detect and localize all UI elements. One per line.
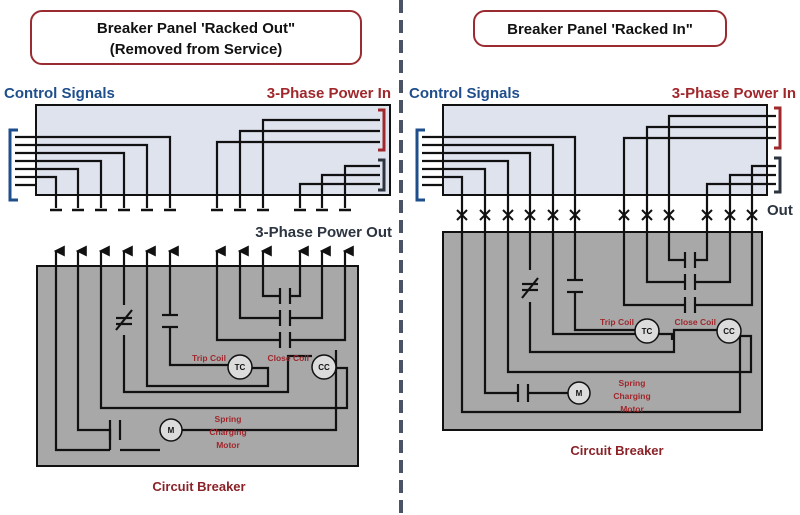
left-power-out-bracket bbox=[378, 158, 386, 192]
right-close-coil-label: Close Coil bbox=[674, 317, 716, 327]
right-motor-circle bbox=[567, 381, 591, 405]
right-breaker-power-circuit bbox=[622, 232, 754, 307]
right-control-bracket bbox=[415, 128, 425, 202]
right-power-in-label: 3-Phase Power In bbox=[672, 85, 796, 102]
left-control-bracket bbox=[8, 128, 18, 202]
left-close-coil-circle bbox=[311, 354, 337, 380]
left-power-in-label: 3-Phase Power In bbox=[267, 85, 391, 102]
left-control-wires bbox=[15, 135, 172, 208]
left-circuit-breaker-label: Circuit Breaker bbox=[152, 479, 245, 494]
left-diagram: Breaker Panel 'Racked Out" (Removed from… bbox=[4, 10, 392, 494]
left-motor-circle bbox=[159, 418, 183, 442]
right-trip-coil-circle bbox=[634, 318, 660, 344]
right-diagram: Breaker Panel 'Racked In" Control Signal… bbox=[409, 10, 796, 458]
right-spring-label-1: Spring bbox=[619, 378, 646, 388]
left-power-in-bracket bbox=[378, 108, 386, 152]
right-power-in-bracket bbox=[774, 106, 782, 150]
right-spring-label-2: Charging bbox=[613, 391, 650, 401]
right-circuit-breaker-label: Circuit Breaker bbox=[570, 443, 663, 458]
left-title-line2: (Removed from Service) bbox=[110, 41, 283, 58]
right-close-coil-circle bbox=[716, 318, 742, 344]
right-connectors bbox=[456, 209, 758, 221]
right-power-out-bracket bbox=[774, 156, 782, 194]
left-spring-label-1: Spring bbox=[215, 414, 242, 424]
right-trip-coil-label: Trip Coil bbox=[600, 317, 634, 327]
left-tc-label: TC bbox=[235, 363, 246, 372]
left-power-out-label: 3-Phase Power Out bbox=[255, 224, 392, 241]
left-spring-label-2: Charging bbox=[209, 427, 246, 437]
left-control-signals-label: Control Signals bbox=[4, 85, 115, 102]
left-trip-coil-label: Trip Coil bbox=[192, 353, 226, 363]
left-main-contacts bbox=[278, 288, 292, 348]
right-tc-label: TC bbox=[642, 327, 653, 336]
right-cc-label: CC bbox=[723, 327, 735, 336]
left-power-wires bbox=[215, 118, 380, 208]
right-main-contacts bbox=[683, 252, 697, 313]
left-cc-label: CC bbox=[318, 363, 330, 372]
right-out-label: Out bbox=[767, 202, 793, 219]
right-title: Breaker Panel 'Racked In" bbox=[507, 21, 693, 38]
right-title-box bbox=[473, 10, 727, 47]
left-title-line1: Breaker Panel 'Racked Out" bbox=[97, 20, 295, 37]
right-spring-label-3: Motor bbox=[620, 404, 644, 414]
left-title-box bbox=[30, 10, 362, 65]
left-panel bbox=[35, 104, 391, 196]
left-breaker-power-circuit bbox=[214, 245, 354, 342]
left-m-label: M bbox=[168, 426, 175, 435]
right-breaker-control-circuit bbox=[460, 232, 753, 414]
left-spring-label-3: Motor bbox=[216, 440, 240, 450]
right-m-label: M bbox=[576, 389, 583, 398]
right-panel bbox=[442, 104, 768, 196]
right-control-signals-label: Control Signals bbox=[409, 85, 520, 102]
left-close-coil-label: Close Coil bbox=[267, 353, 309, 363]
left-trip-coil-circle bbox=[227, 354, 253, 380]
